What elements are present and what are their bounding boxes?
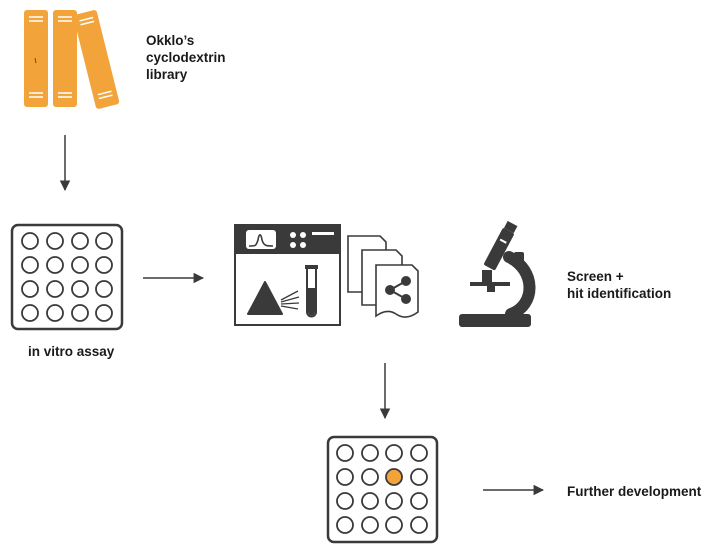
library-label-line-1: Okklo’s: [146, 33, 195, 48]
library-label-line-2: cyclodextrin: [146, 50, 226, 65]
shared-documents-icon: [347, 235, 419, 318]
screen-label-line-2: hit identification: [567, 286, 672, 301]
assay-label: in vitro assay: [28, 344, 115, 359]
library-label: Okklo’s cyclodextrin library: [146, 32, 226, 83]
screen-label: Screen + hit identification: [567, 268, 671, 302]
well-plate-icon: [10, 223, 124, 331]
development-label: Further development: [567, 484, 702, 499]
screen-label-line-1: Screen +: [567, 269, 624, 284]
hit-well: [385, 468, 403, 486]
books-icon: [24, 10, 120, 109]
well-plate-hit-icon: [326, 435, 439, 544]
microscope-icon: [459, 220, 536, 327]
lab-instrument-icon: [234, 224, 341, 326]
library-label-line-3: library: [146, 67, 188, 82]
